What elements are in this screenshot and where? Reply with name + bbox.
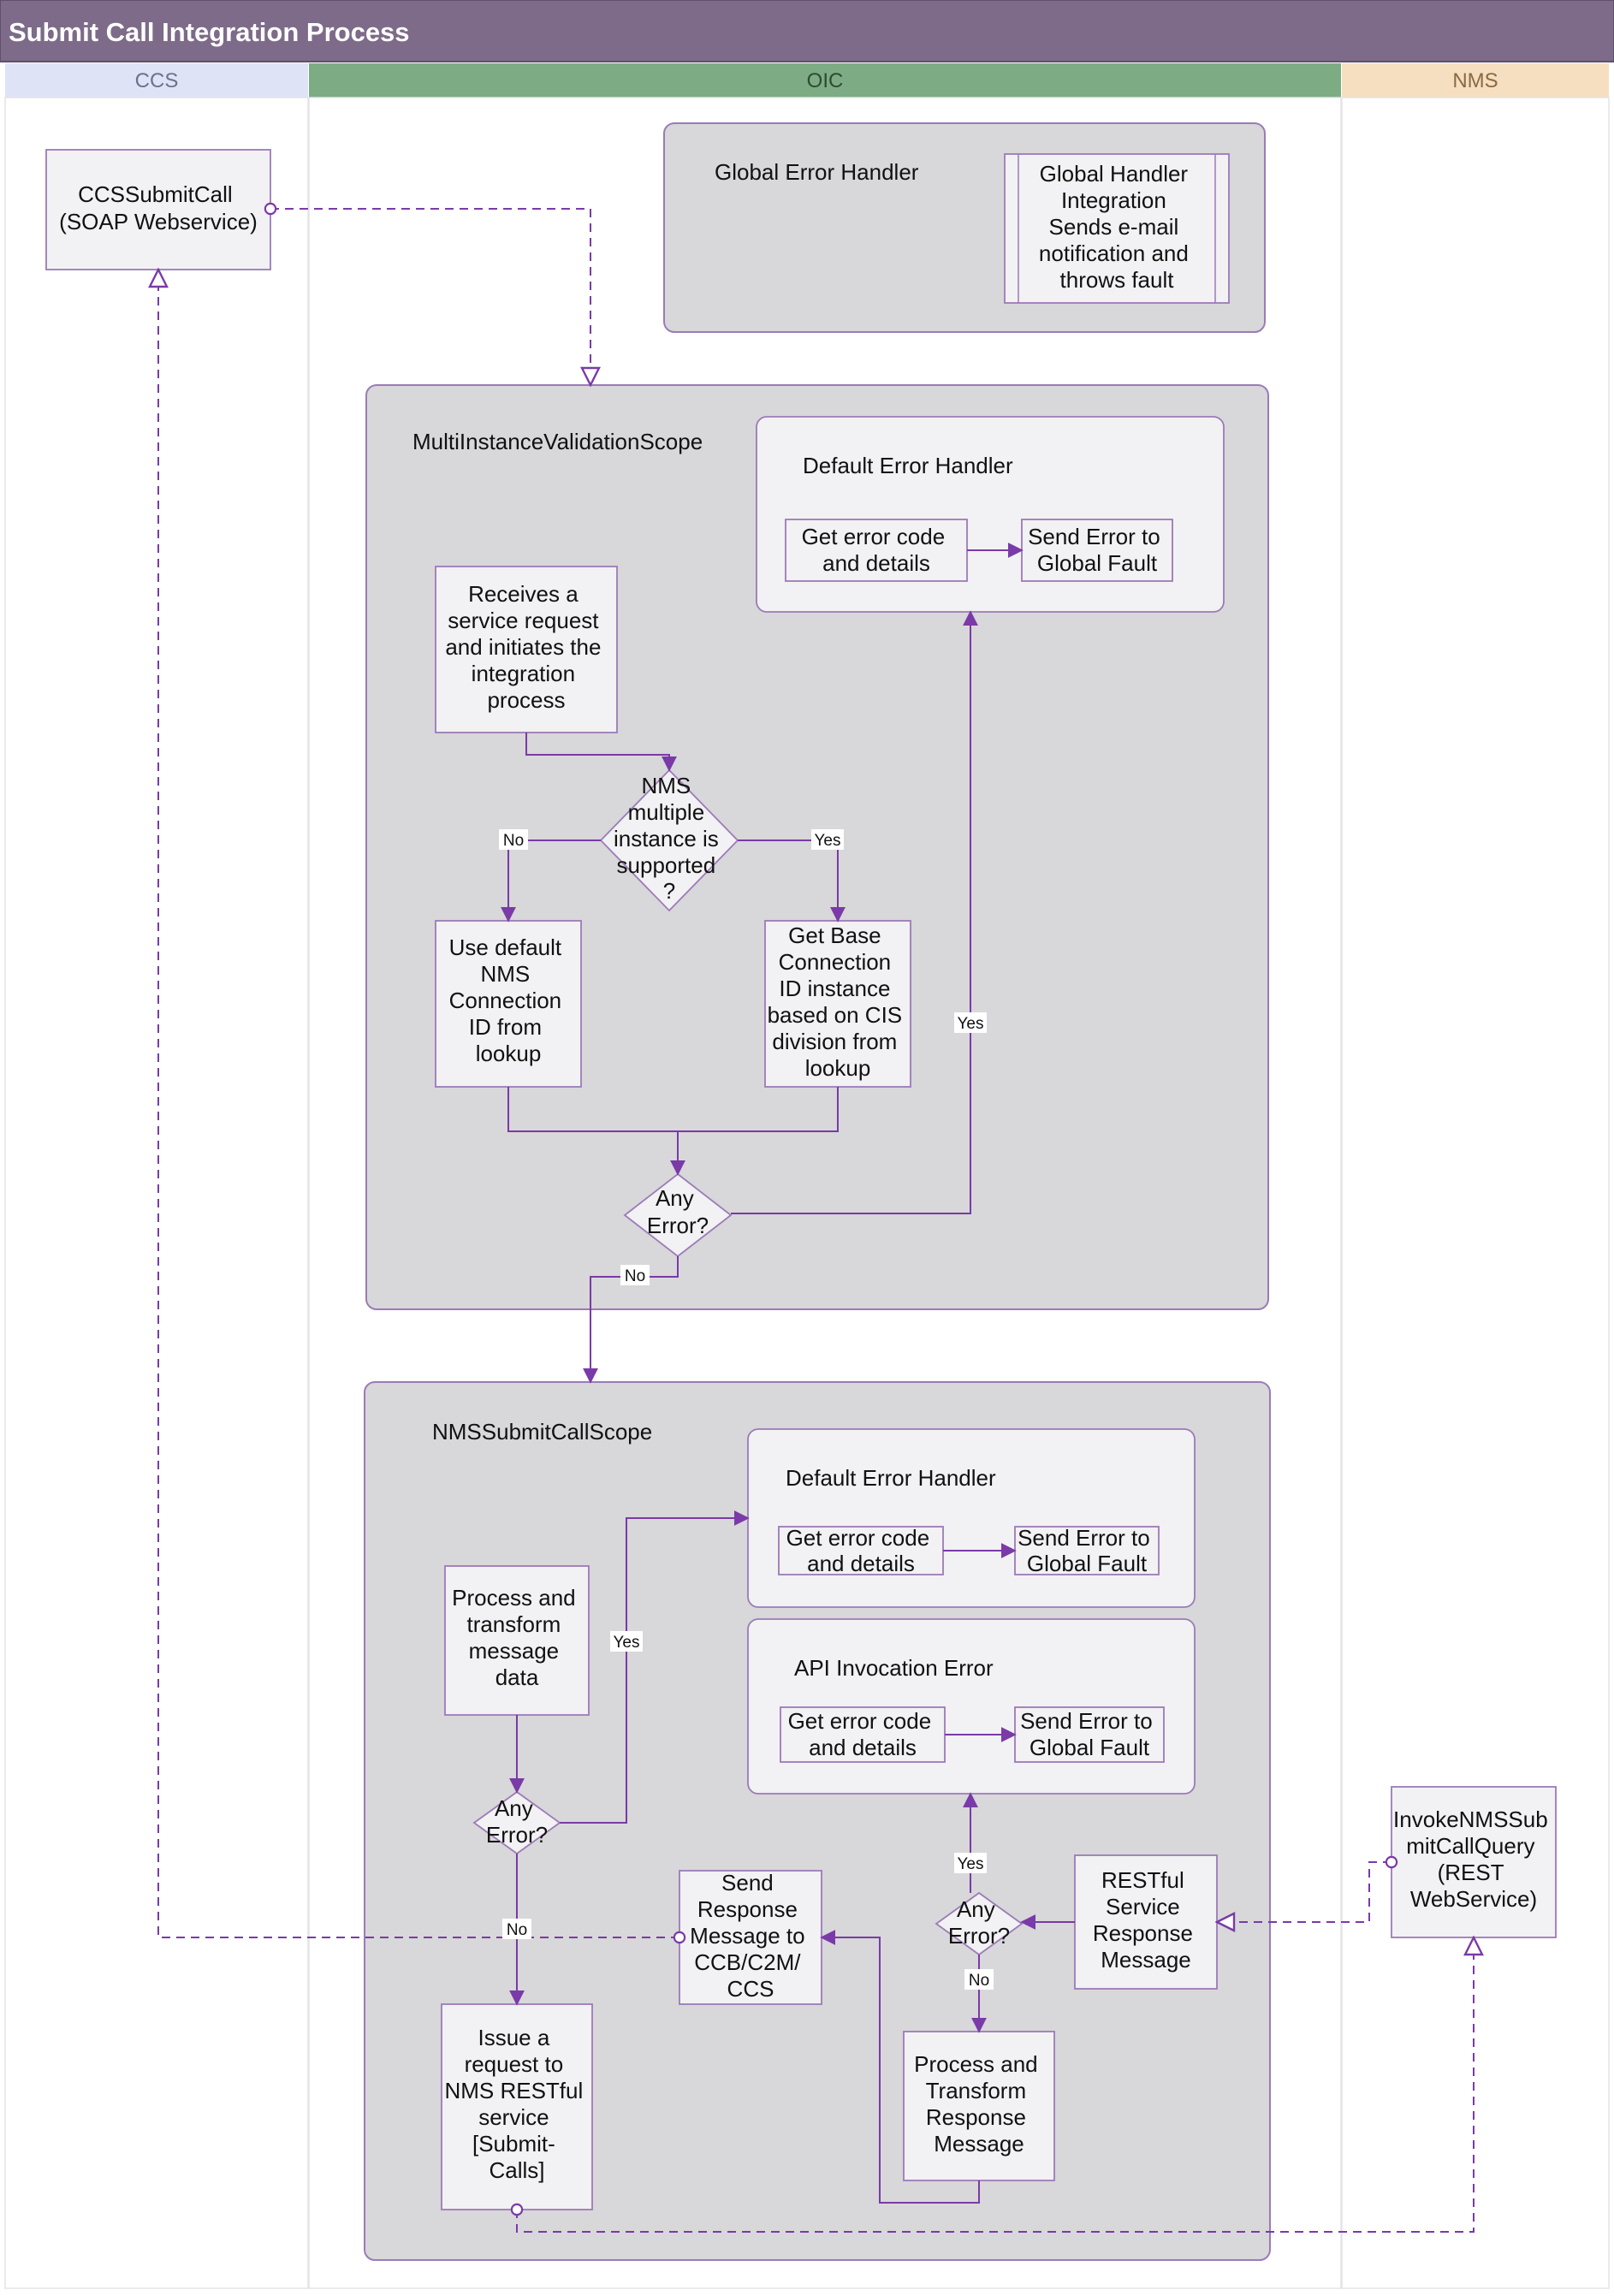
get-base-connection-text: Get Base Connection ID instance based on… (768, 923, 909, 1081)
nms-send-error-text: Send Error to Global Fault (1018, 1525, 1156, 1576)
lane-body-nms (1341, 97, 1610, 2289)
nms-send-error-box (1014, 1526, 1160, 1575)
multi-default-error-handler (756, 416, 1225, 613)
invoke-nms-submit-call-query-text: InvokeNMSSub mitCallQuery (REST WebServi… (1393, 1807, 1554, 1912)
lane-header-nms (1342, 63, 1609, 98)
multi-default-error-handler-title: Default Error Handler (803, 453, 1013, 478)
edge-label-multi-any-error-yes: Yes (958, 1015, 984, 1033)
api-invocation-error-handler (747, 1618, 1196, 1795)
connector-nms-to-restful-response (1217, 1862, 1391, 1922)
connector-get-base-to-any-error (678, 1087, 839, 1132)
connector-send-response-to-ccs (158, 270, 679, 1937)
lane-body-ccs (4, 97, 309, 2289)
edge-label-multi-any-error-no: No (625, 1267, 645, 1285)
diagram-title: Submit Call Integration Process (9, 17, 410, 47)
lane-label-ccs: CCS (135, 69, 179, 92)
edge-label-decision-no: No (503, 832, 524, 850)
multi-get-error-text: Get error code and details (802, 524, 952, 576)
api-get-error-box (780, 1706, 946, 1763)
nms-any-error-text-2: Any Error? (948, 1896, 1010, 1949)
edge-label-nms-any-error-no: No (507, 1921, 527, 1939)
lane-header-ccs (5, 63, 308, 98)
api-send-error-box (1014, 1706, 1165, 1763)
edge-label-any-error-2-no: No (969, 1972, 989, 1990)
nms-default-error-handler (747, 1428, 1196, 1608)
global-handler-integration-box (1004, 153, 1230, 304)
api-get-error-text: Get error code and details (788, 1708, 938, 1760)
nms-scope-title: NMSSubmitCallScope (432, 1419, 652, 1445)
global-handler-integration-text: Global Handler Integration Sends e-mail … (1039, 161, 1195, 293)
edge-label-nms-any-error-yes: Yes (614, 1634, 640, 1652)
ccs-submit-call-text: CCSSubmitCall (SOAP Webservice) (59, 181, 258, 234)
restful-response-text: RESTful Service Response Message (1093, 1867, 1199, 1973)
nms-default-error-handler-title: Default Error Handler (786, 1465, 996, 1491)
get-base-connection-box (764, 920, 911, 1088)
multi-scope-title: MultiInstanceValidationScope (412, 429, 703, 454)
connector-issue-request-to-nms (517, 1937, 1474, 2233)
nms-any-error-text-1: Any Error? (486, 1795, 548, 1848)
edge-label-any-error-2-yes: Yes (958, 1855, 984, 1873)
edge-label-decision-yes: Yes (815, 832, 841, 850)
title-bar (0, 0, 1614, 62)
api-send-error-text: Send Error to Global Fault (1020, 1708, 1159, 1760)
lane-header-oic (309, 63, 1341, 98)
multi-send-error-text: Send Error to Global Fault (1028, 524, 1166, 576)
connector-multi-any-error-yes (731, 610, 978, 1214)
invoke-nms-submit-call-query-box (1391, 1786, 1557, 1938)
nms-get-error-text: Get error code and details (786, 1525, 936, 1576)
global-error-handler-title: Global Error Handler (715, 159, 919, 185)
lane-label-oic: OIC (807, 69, 844, 92)
api-invocation-error-title: API Invocation Error (794, 1655, 994, 1681)
lane-label-nms: NMS (1452, 69, 1498, 92)
multi-get-error-box (785, 519, 968, 582)
